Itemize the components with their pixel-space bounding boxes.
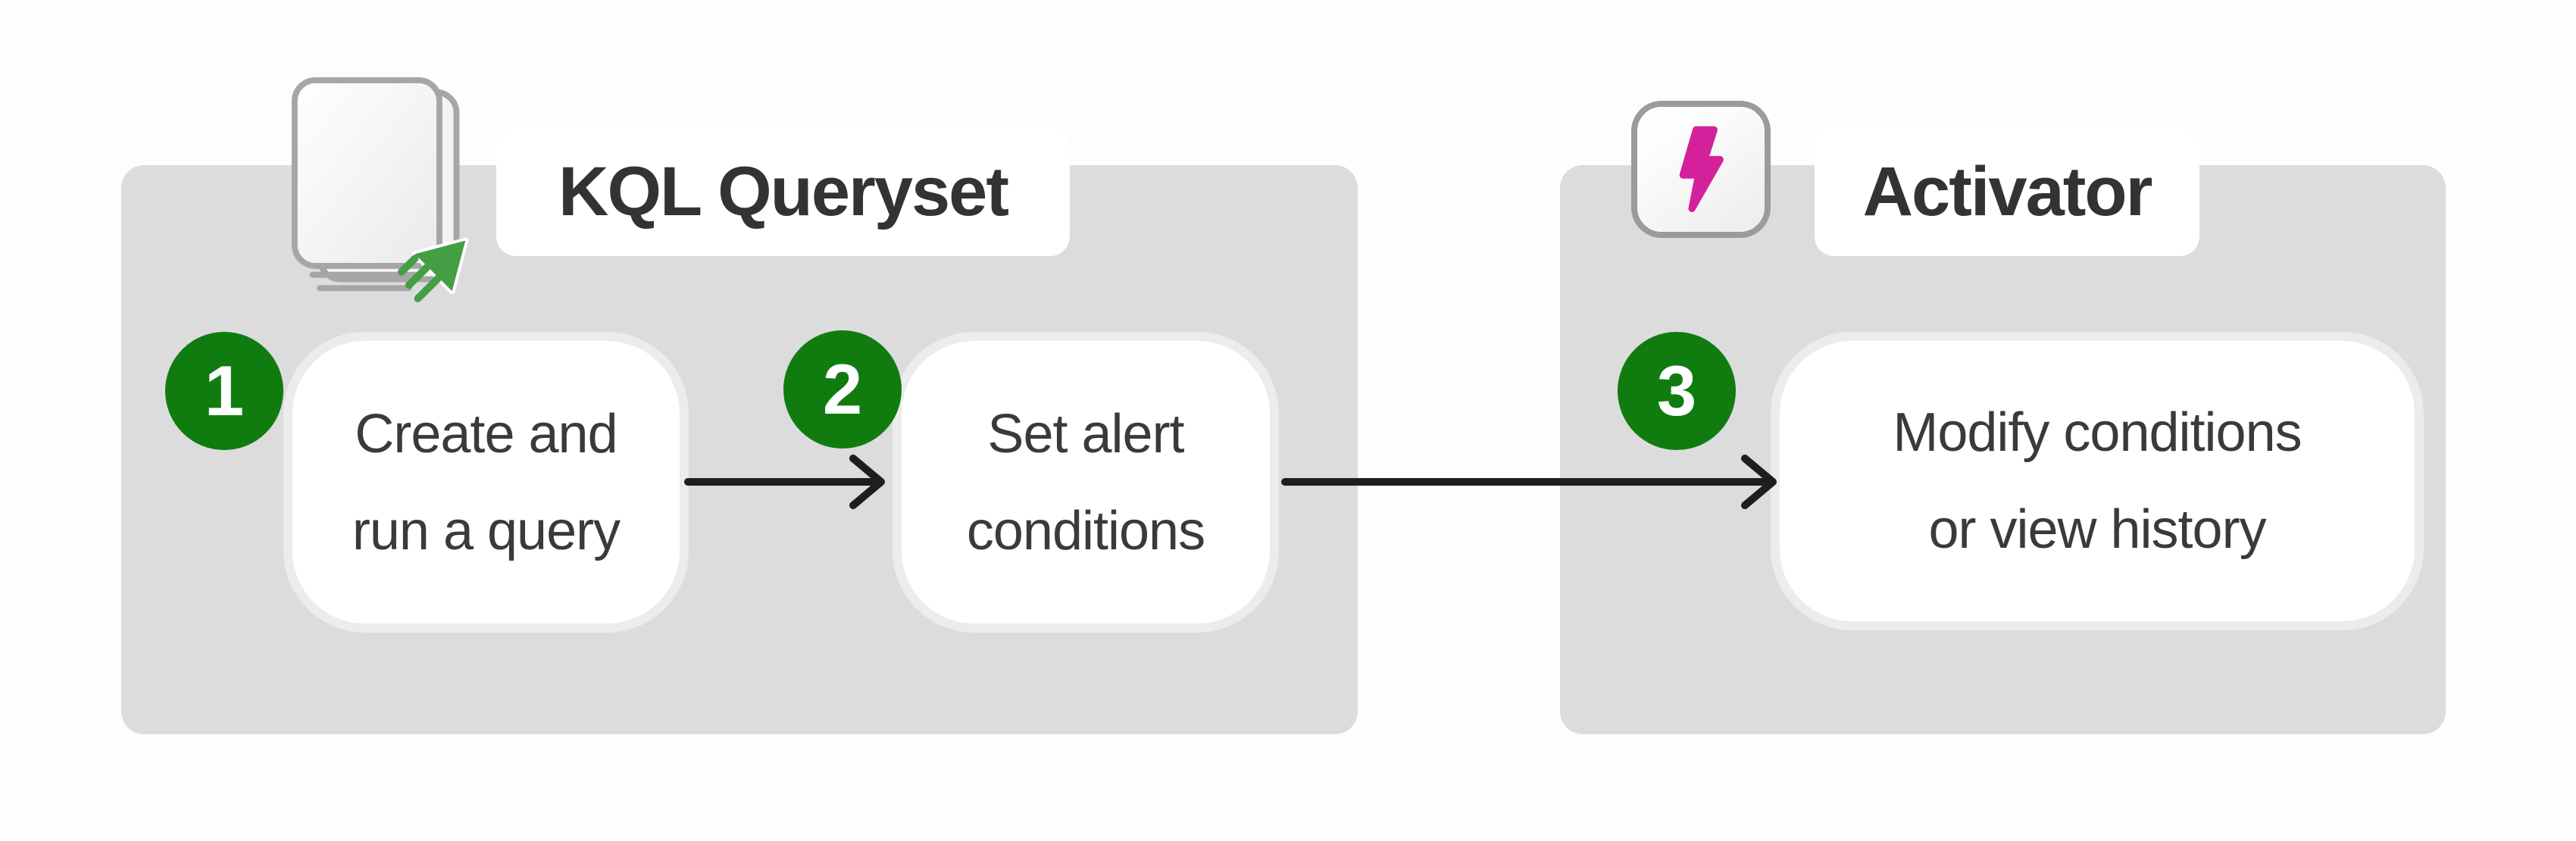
kql-queryset-label: KQL Queryset <box>496 127 1070 256</box>
green-arrow <box>398 237 469 302</box>
step-number: 2 <box>822 349 863 429</box>
step-text-line: run a query <box>352 500 621 561</box>
kql-queryset-title: KQL Queryset <box>558 152 1009 230</box>
step-text-line: or view history <box>1928 499 2266 560</box>
step-text-line: Modify conditions <box>1893 402 2302 463</box>
step-badge-1: 1 <box>165 332 283 450</box>
front-page <box>291 77 442 269</box>
step-number: 3 <box>1656 351 1697 430</box>
step-text-line: conditions <box>966 500 1205 561</box>
step-number: 1 <box>204 351 245 430</box>
activator-label: Activator <box>1815 127 2199 256</box>
step-badge-2: 2 <box>783 330 902 449</box>
step-card-set-alert-conditions: Set alert conditions <box>893 332 1279 633</box>
step-text-line: Set alert <box>987 403 1184 464</box>
activator-icon <box>1631 101 1771 238</box>
step-card-modify-conditions-view-history: Modify conditions or view history <box>1771 332 2424 630</box>
step-text-line: Create and <box>355 403 617 464</box>
kql-queryset-document-stack-icon <box>291 77 469 302</box>
lightning-bolt-icon <box>1679 126 1724 212</box>
activator-title: Activator <box>1862 152 2153 230</box>
step-badge-3: 3 <box>1618 332 1736 450</box>
step-card-create-and-run-query: Create and run a query <box>283 332 689 633</box>
